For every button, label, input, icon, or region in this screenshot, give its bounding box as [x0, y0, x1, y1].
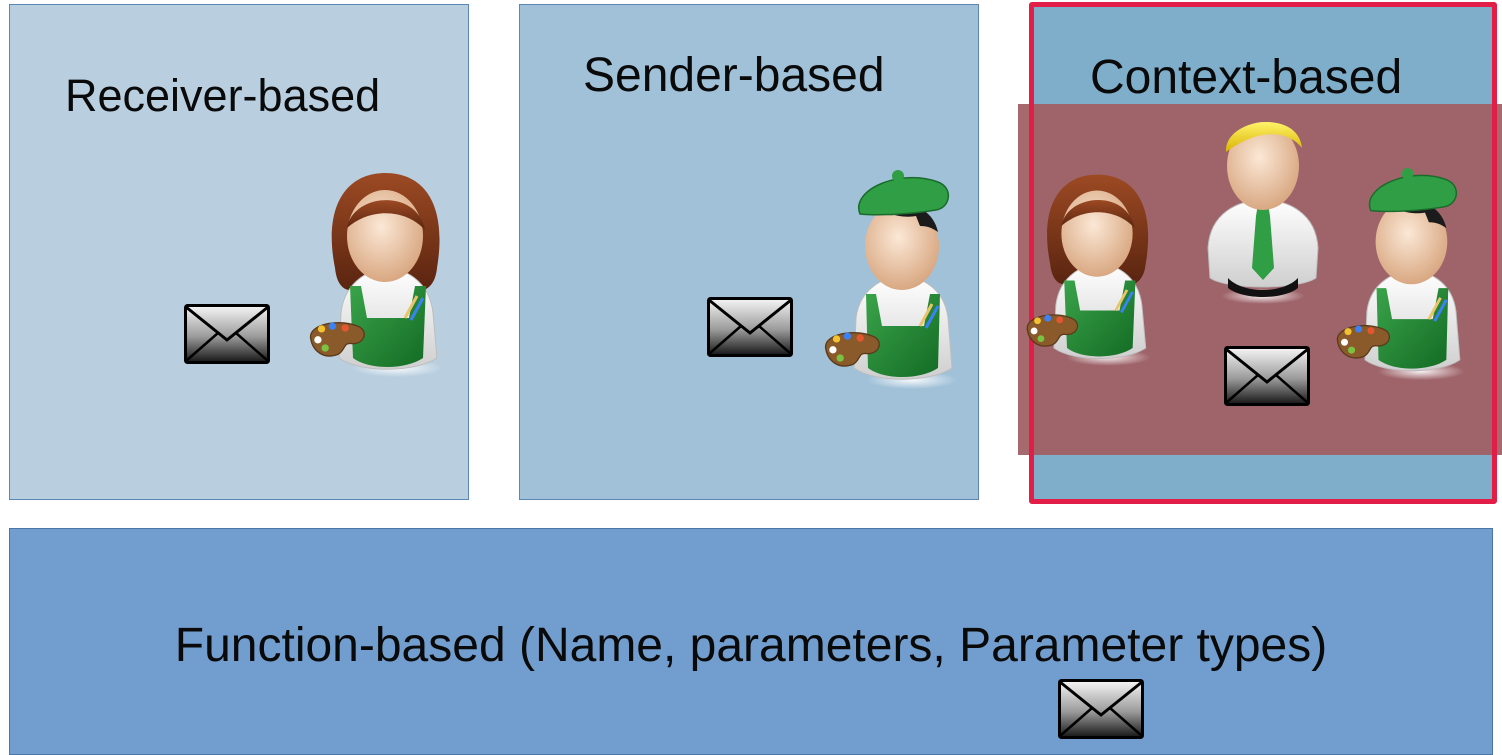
- businessman-icon: [1198, 108, 1328, 308]
- envelope-icon: [1224, 346, 1310, 406]
- man-painter-icon: [820, 168, 980, 398]
- context-based-title: Context-based: [1090, 51, 1403, 104]
- context-highlight-frame: [1029, 2, 1497, 504]
- function-based-panel: [9, 528, 1493, 755]
- woman-painter-icon: [305, 168, 465, 388]
- sender-based-title: Sender-based: [583, 49, 885, 102]
- receiver-based-title: Receiver-based: [65, 70, 381, 121]
- envelope-icon: [1058, 679, 1144, 739]
- function-based-title: Function-based (Name, parameters, Parame…: [174, 619, 1328, 672]
- man-painter-icon: [1332, 165, 1487, 390]
- envelope-icon: [184, 304, 270, 364]
- envelope-icon: [707, 297, 793, 357]
- woman-painter-icon: [1022, 168, 1172, 378]
